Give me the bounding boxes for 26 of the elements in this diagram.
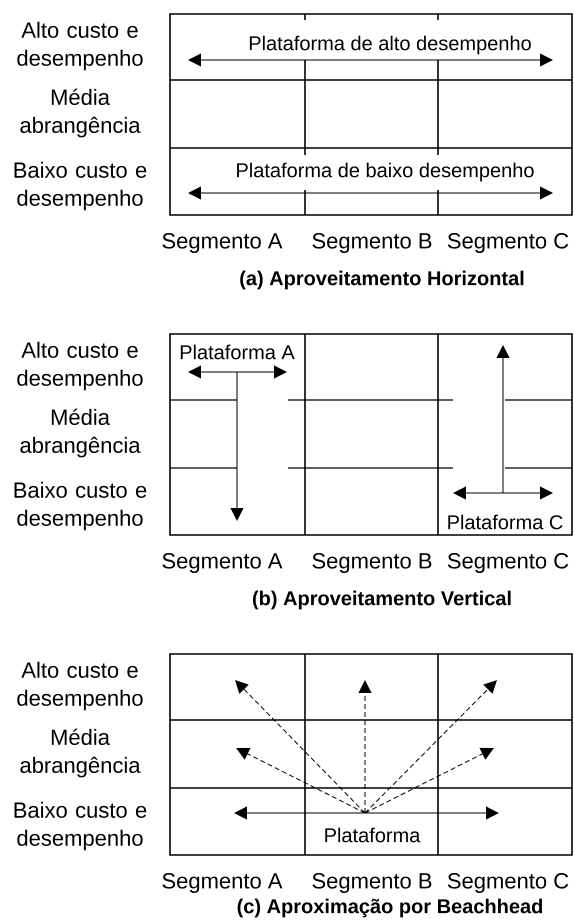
row-label: Alto custo e desempenho <box>17 22 143 70</box>
segment-label: Segmento C <box>448 873 568 893</box>
segment-label: Segmento A <box>162 233 282 253</box>
row-label: Média abrangência <box>20 88 141 138</box>
platform-label: Plataforma de baixo desempenho <box>237 162 534 182</box>
panel-caption: (b) Aproveitamento Vertical <box>252 590 511 610</box>
platform-label: Plataforma <box>325 828 420 842</box>
row-label: Média abrangência <box>20 408 141 458</box>
panel-caption: (a) Aproveitamento Horizontal <box>240 270 524 290</box>
segment-label: Segmento C <box>448 233 568 253</box>
segment-label: Segmento B <box>312 233 432 253</box>
segment-label: Segmento A <box>162 553 282 573</box>
row-label: Média abrangência <box>20 728 141 778</box>
segment-label: Segmento C <box>448 553 568 573</box>
segment-label: Segmento A <box>162 873 282 893</box>
panel-caption: (c) Aproximação por Beachhead <box>238 898 542 918</box>
row-label: Baixo custo e desempenho <box>14 482 146 530</box>
segment-label: Segmento B <box>312 873 432 893</box>
row-label: Baixo custo e desempenho <box>14 162 146 210</box>
row-label: Alto custo e desempenho <box>17 662 143 710</box>
platform-label: Plataforma C <box>448 514 563 530</box>
segment-label: Segmento B <box>312 553 432 573</box>
platform-label: Plataforma A <box>180 344 295 360</box>
row-label: Baixo custo e desempenho <box>14 802 146 850</box>
platform-label: Plataforma de alto desempenho <box>250 36 531 54</box>
row-label: Alto custo e desempenho <box>17 342 143 390</box>
